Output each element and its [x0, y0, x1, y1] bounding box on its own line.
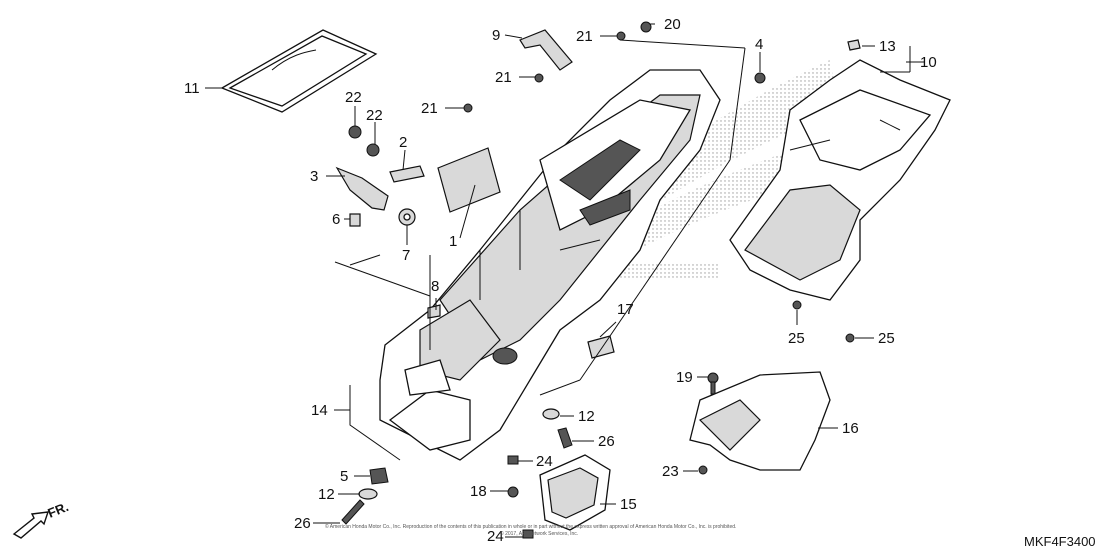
part-6-collar	[349, 213, 361, 227]
part-2-strap	[389, 165, 425, 183]
callout-26a: 26	[598, 433, 615, 450]
front-direction-label: FR.	[46, 499, 71, 521]
callout-21a: 21	[576, 28, 593, 45]
part-1-label	[437, 147, 501, 213]
part-5-grommet	[369, 467, 389, 485]
callout-10: 10	[920, 54, 937, 71]
part-12-washer-upper	[542, 408, 560, 420]
callout-21c: 21	[421, 100, 438, 117]
callout-24b: 24	[487, 528, 504, 545]
part-10-rear-cowl	[729, 59, 951, 301]
callout-25a: 25	[788, 330, 805, 347]
part-16-hugger	[689, 371, 831, 471]
callout-26b: 26	[294, 515, 311, 532]
part-23-nut	[698, 465, 708, 475]
callout-labels: 11 22 22 2 3 6 7 1 8 9 21 20 21 21 4 13 …	[184, 16, 937, 545]
part-3-bracket	[335, 166, 389, 211]
callout-7: 7	[402, 247, 410, 264]
callout-12b: 12	[318, 486, 335, 503]
part-4-nut	[754, 72, 766, 84]
callout-21b: 21	[495, 69, 512, 86]
part-15-bracket	[539, 454, 611, 531]
part-17-foam	[587, 335, 615, 359]
callout-20: 20	[664, 16, 681, 33]
assembly-outline	[334, 39, 746, 461]
part-7-grommet	[398, 208, 416, 226]
part-12-washer-lower	[358, 488, 378, 500]
diagram-code: MKF4F3400	[1024, 534, 1096, 549]
callout-6: 6	[332, 211, 340, 228]
callout-1: 1	[449, 233, 457, 250]
part-25-nuts	[792, 300, 855, 343]
copyright-notice: © American Honda Motor Co., Inc. Reprodu…	[325, 523, 736, 530]
front-direction-arrow-icon: FR.	[12, 499, 71, 539]
part-18-bolt	[507, 486, 519, 498]
part-13-emblem	[847, 39, 861, 51]
part-26-bolt-lower	[341, 499, 365, 525]
part-11-document	[220, 29, 378, 113]
callout-22a: 22	[345, 89, 362, 106]
callout-22b: 22	[366, 107, 383, 124]
callout-4: 4	[755, 36, 763, 53]
part-24-clip-lower	[522, 529, 534, 539]
copyright-notice-2: © 2017, ARI Network Services, Inc.	[500, 530, 578, 537]
part-14-rear-fender	[379, 69, 721, 461]
part-24-clip-upper	[507, 455, 519, 465]
callout-5: 5	[340, 468, 348, 485]
leader-lines	[205, 23, 925, 538]
part-9-handle	[519, 29, 573, 71]
callout-24a: 24	[536, 453, 553, 470]
part-26-bolt-upper	[557, 427, 573, 449]
callout-25b: 25	[878, 330, 895, 347]
callout-17: 17	[617, 301, 634, 318]
callout-14: 14	[311, 402, 328, 419]
part-20-nut	[640, 21, 652, 33]
callout-3: 3	[310, 168, 318, 185]
callout-23: 23	[662, 463, 679, 480]
callout-8: 8	[431, 278, 439, 295]
callout-9: 9	[492, 27, 500, 44]
part-19-bolt	[707, 372, 719, 395]
callout-19: 19	[676, 369, 693, 386]
callout-13: 13	[879, 38, 896, 55]
callout-12a: 12	[578, 408, 595, 425]
callout-15: 15	[620, 496, 637, 513]
callout-2: 2	[399, 134, 407, 151]
callout-18: 18	[470, 483, 487, 500]
callout-16: 16	[842, 420, 859, 437]
callout-11: 11	[184, 80, 200, 97]
